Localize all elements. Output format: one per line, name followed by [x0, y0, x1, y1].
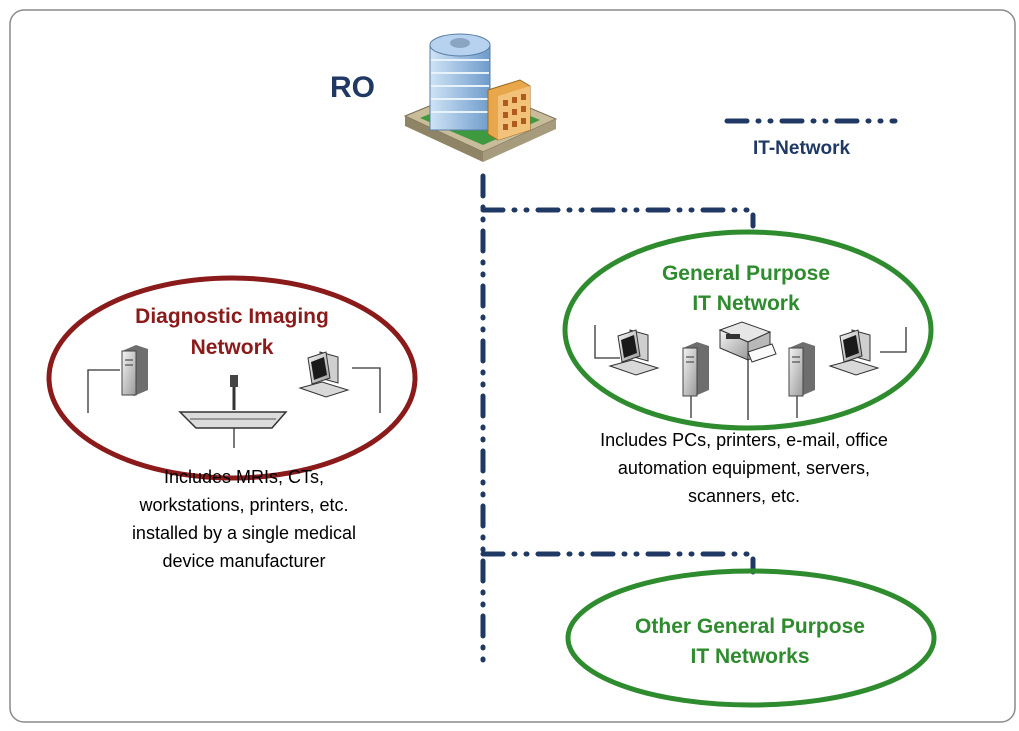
workstation-pc-icon [298, 351, 350, 398]
general-purpose-it-network: General Purpose IT Network [562, 229, 934, 506]
other-general-purpose-networks: Other General Purpose IT Networks [565, 568, 937, 708]
general-description-line3: scanners, etc. [688, 486, 800, 506]
server-tower-icon [682, 342, 709, 397]
server-tower-icon [788, 342, 815, 397]
diagnostic-imaging-network: Diagnostic Imaging Network [46, 275, 418, 571]
it-network-branch-other [480, 551, 756, 575]
ro-label: RO [330, 71, 375, 104]
general-network-title-line1: General Purpose [662, 262, 830, 285]
workstation-pc-icon [608, 329, 660, 376]
other-networks-boundary [565, 568, 937, 708]
it-network-lines [480, 118, 898, 671]
diagnostic-description-line2: workstations, printers, etc. [138, 495, 348, 515]
server-tower-icon [121, 345, 148, 396]
other-networks-title-line1: Other General Purpose [635, 615, 865, 638]
workstation-pc-icon [828, 329, 880, 376]
diagnostic-network-title-line1: Diagnostic Imaging [135, 305, 329, 328]
printer-icon [718, 321, 777, 363]
office-building-icon [403, 33, 558, 162]
legend-label: IT-Network [753, 138, 851, 159]
diagnostic-description-line3: installed by a single medical [132, 523, 356, 543]
diagnostic-description-line4: device manufacturer [162, 551, 325, 571]
it-network-branch-general [480, 207, 756, 229]
mri-scanner-icon [178, 375, 288, 429]
diagnostic-description-line1: Includes MRIs, CTs, [164, 467, 324, 487]
diagnostic-network-title-line2: Network [191, 336, 274, 359]
general-network-title-line2: IT Network [692, 292, 800, 315]
general-network-boundary [562, 229, 934, 431]
general-description-line2: automation equipment, servers, [618, 458, 870, 478]
general-description-line1: Includes PCs, printers, e-mail, office [600, 430, 888, 450]
diagnostic-network-boundary [46, 275, 418, 481]
other-networks-title-line2: IT Networks [690, 645, 809, 668]
diagram-frame [9, 9, 1016, 723]
